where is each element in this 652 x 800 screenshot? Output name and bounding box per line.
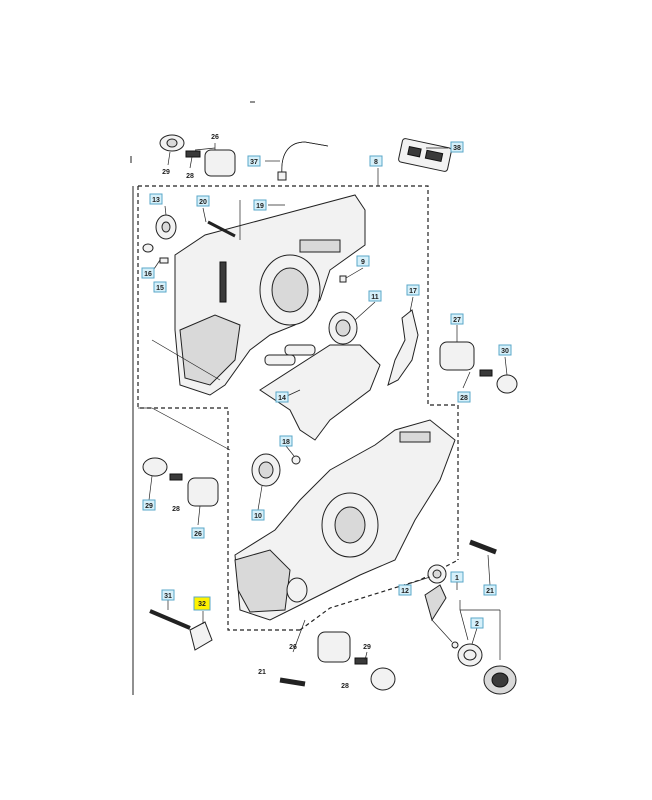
callout-27: 27 <box>450 313 464 325</box>
seal-12 <box>427 564 447 584</box>
callout-18: 18 <box>279 435 293 447</box>
svg-text:21: 21 <box>486 588 494 595</box>
bracket-1 <box>424 584 447 622</box>
o-ring-18 <box>291 455 301 465</box>
svg-text:17: 17 <box>409 288 417 295</box>
callout-19: 19 <box>253 199 267 211</box>
callout-26: 26 <box>191 527 205 539</box>
callout-17: 17 <box>406 284 420 296</box>
bearing-10 <box>251 453 281 487</box>
plain-callouts: 26 29 28 28 21 26 29 28 <box>162 134 371 690</box>
callout-10: 10 <box>251 509 265 521</box>
callout-11: 11 <box>368 290 382 302</box>
callout-8: 8 <box>369 155 383 167</box>
svg-text:31: 31 <box>164 593 172 600</box>
callout-29-top: 29 <box>162 169 170 176</box>
svg-text:9: 9 <box>361 259 365 266</box>
callout-16: 16 <box>141 267 155 279</box>
svg-text:14: 14 <box>278 395 286 402</box>
callout-28-bottom: 28 <box>341 683 349 690</box>
svg-text:27: 27 <box>453 317 461 324</box>
leader-lines <box>138 143 508 661</box>
rubber-buffer-bottom <box>317 631 396 691</box>
callout-29-bottom: 29 <box>363 644 371 651</box>
bracket-32 <box>189 621 213 651</box>
screw-31 <box>149 609 191 630</box>
callout-38: 38 <box>450 141 464 153</box>
svg-text:19: 19 <box>256 203 264 210</box>
decal-plate <box>398 138 452 172</box>
boxed-callouts: 37 8 38 13 20 19 9 16 15 11 17 27 30 28 … <box>141 141 512 629</box>
svg-text:8: 8 <box>374 159 378 166</box>
svg-text:10: 10 <box>254 513 262 520</box>
callout-32-highlighted: 32 <box>193 596 211 611</box>
assembly-outline-lower <box>299 559 459 631</box>
assembly-outline-upper <box>138 185 459 560</box>
callout-28-mid: 28 <box>172 506 180 513</box>
svg-text:11: 11 <box>371 294 379 301</box>
callout-37: 37 <box>247 155 261 167</box>
seal-13 <box>155 214 177 240</box>
crankcase-upper <box>174 194 366 396</box>
callout-14: 14 <box>275 391 289 403</box>
svg-text:37: 37 <box>250 159 258 166</box>
svg-text:28: 28 <box>460 395 468 402</box>
callout-29: 29 <box>142 499 156 511</box>
callout-21: 21 <box>483 584 497 596</box>
crankcase-lower <box>234 419 456 621</box>
bearing-11 <box>328 311 358 345</box>
callout-31: 31 <box>161 589 175 601</box>
svg-text:30: 30 <box>501 348 509 355</box>
assembly-outline-left <box>137 186 300 631</box>
svg-text:16: 16 <box>144 271 152 278</box>
svg-text:13: 13 <box>152 197 160 204</box>
svg-text:15: 15 <box>156 285 164 292</box>
callout-15: 15 <box>153 281 167 293</box>
fuel-hose <box>265 141 329 181</box>
callout-28: 28 <box>457 391 471 403</box>
svg-text:26: 26 <box>194 531 202 538</box>
pin-20 <box>207 220 236 238</box>
callout-28-top: 28 <box>186 173 194 180</box>
gasket-14 <box>259 344 381 441</box>
rubber-buffer-mid <box>142 457 219 507</box>
callout-20: 20 <box>196 195 210 207</box>
callout-26-top: 26 <box>211 134 219 141</box>
svg-text:32: 32 <box>198 601 206 608</box>
callout-21-bottom: 21 <box>258 669 266 676</box>
rubber-buffer-right <box>439 341 518 394</box>
svg-text:1: 1 <box>455 575 459 582</box>
callout-1: 1 <box>450 571 464 583</box>
callout-2: 2 <box>470 617 484 629</box>
washer-2 <box>457 643 483 667</box>
callout-9: 9 <box>356 255 370 267</box>
bolt-21-right <box>469 539 497 555</box>
svg-text:18: 18 <box>282 439 290 446</box>
svg-text:20: 20 <box>199 199 207 206</box>
nut-9 <box>339 275 347 283</box>
bolt-21-lower <box>279 677 306 687</box>
svg-text:12: 12 <box>401 588 409 595</box>
callout-26-bottom: 26 <box>289 644 297 651</box>
gasket-17 <box>387 309 419 386</box>
svg-text:38: 38 <box>453 145 461 152</box>
rubber-buffer-top <box>159 134 236 177</box>
svg-text:29: 29 <box>145 503 153 510</box>
callout-12: 12 <box>398 584 412 596</box>
plug-16 <box>142 243 169 264</box>
callout-30: 30 <box>498 344 512 356</box>
callout-13: 13 <box>149 193 163 205</box>
oil-pump <box>483 665 517 695</box>
svg-text:2: 2 <box>475 621 479 628</box>
